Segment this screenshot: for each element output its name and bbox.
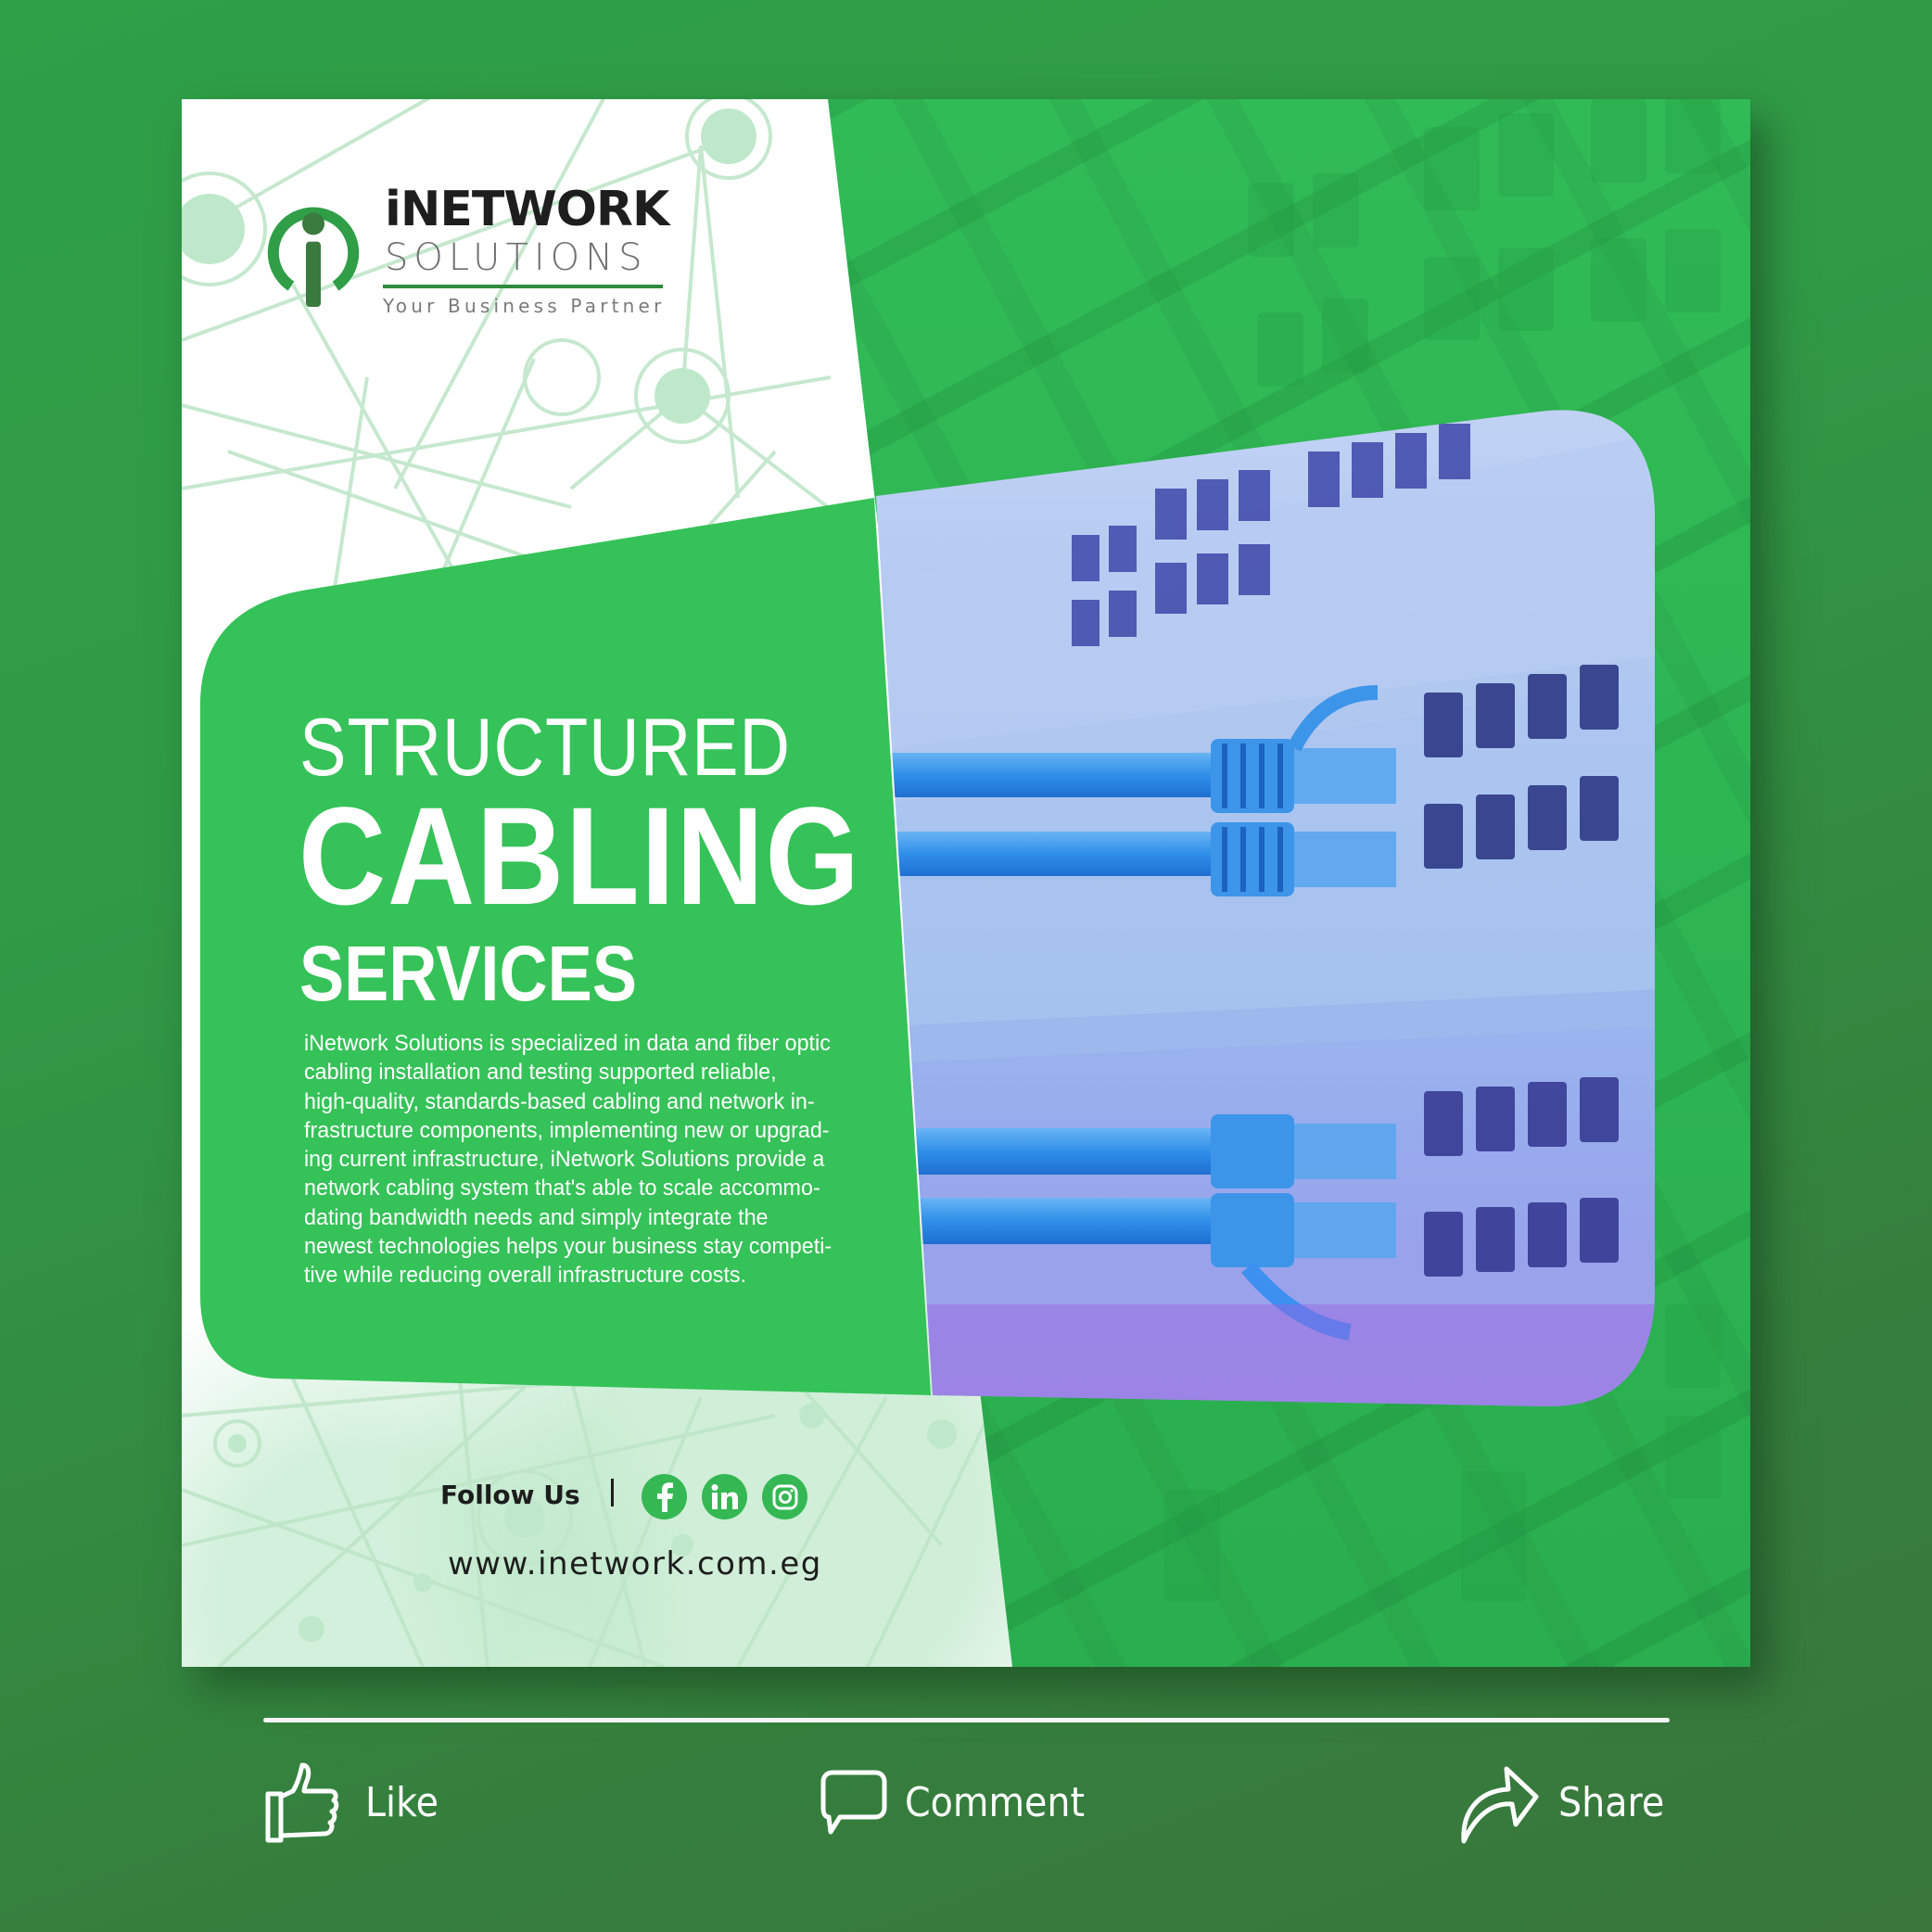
share-label: Share [1558, 1779, 1665, 1826]
share-button[interactable]: Share [1458, 1757, 1676, 1849]
logo-divider [383, 285, 663, 288]
follow-separator [611, 1479, 614, 1506]
description-line: dating bandwidth needs and simply integr… [304, 1204, 769, 1230]
brand-name: iNETWORK [385, 182, 669, 237]
instagram-button[interactable] [762, 1474, 807, 1519]
description-line: cabling installation and testing support… [304, 1060, 777, 1086]
facebook-button[interactable] [642, 1474, 687, 1519]
linkedin-icon [711, 1483, 738, 1509]
comment-label: Comment [905, 1779, 1086, 1826]
like-button[interactable]: Like [265, 1757, 447, 1849]
instagram-icon [772, 1484, 797, 1509]
description-line: newest technologies helps your business … [304, 1234, 833, 1260]
description-paragraph: iNetwork Solutions is specialized in dat… [304, 1029, 892, 1290]
headline-services: SERVICES [299, 930, 638, 1017]
action-bar-divider [263, 1718, 1670, 1722]
like-label: Like [365, 1779, 439, 1826]
share-arrow-icon [1461, 1766, 1539, 1844]
headline-cabling: CABLING [299, 778, 861, 934]
speech-bubble-icon [820, 1770, 887, 1835]
linkedin-button[interactable] [702, 1474, 747, 1519]
follow-us-label: Follow Us [440, 1480, 580, 1510]
headline-structured: STRUCTURED [299, 701, 791, 793]
brand-subtitle: SOLUTIONS [385, 236, 648, 279]
description-line: network cabling system that's able to sc… [304, 1176, 820, 1201]
description-line: tive while reducing overall infrastructu… [304, 1263, 747, 1289]
description-line: frastructure components, implementing ne… [304, 1117, 830, 1143]
brand-tagline: Your Business Partner [383, 295, 666, 317]
website-link[interactable]: www.inetwork.com.eg [448, 1545, 822, 1582]
comment-button[interactable]: Comment [820, 1757, 1105, 1849]
description-line: ing current infrastructure, iNetwork Sol… [304, 1147, 825, 1173]
description-line: high-quality, standards-based cabling an… [304, 1088, 815, 1114]
facebook-icon [656, 1481, 673, 1512]
description-line: iNetwork Solutions is specialized in dat… [304, 1031, 831, 1056]
inetwork-logo-icon [267, 207, 360, 307]
network-cables-photo [876, 410, 1655, 1407]
thumbs-up-icon [265, 1762, 339, 1843]
